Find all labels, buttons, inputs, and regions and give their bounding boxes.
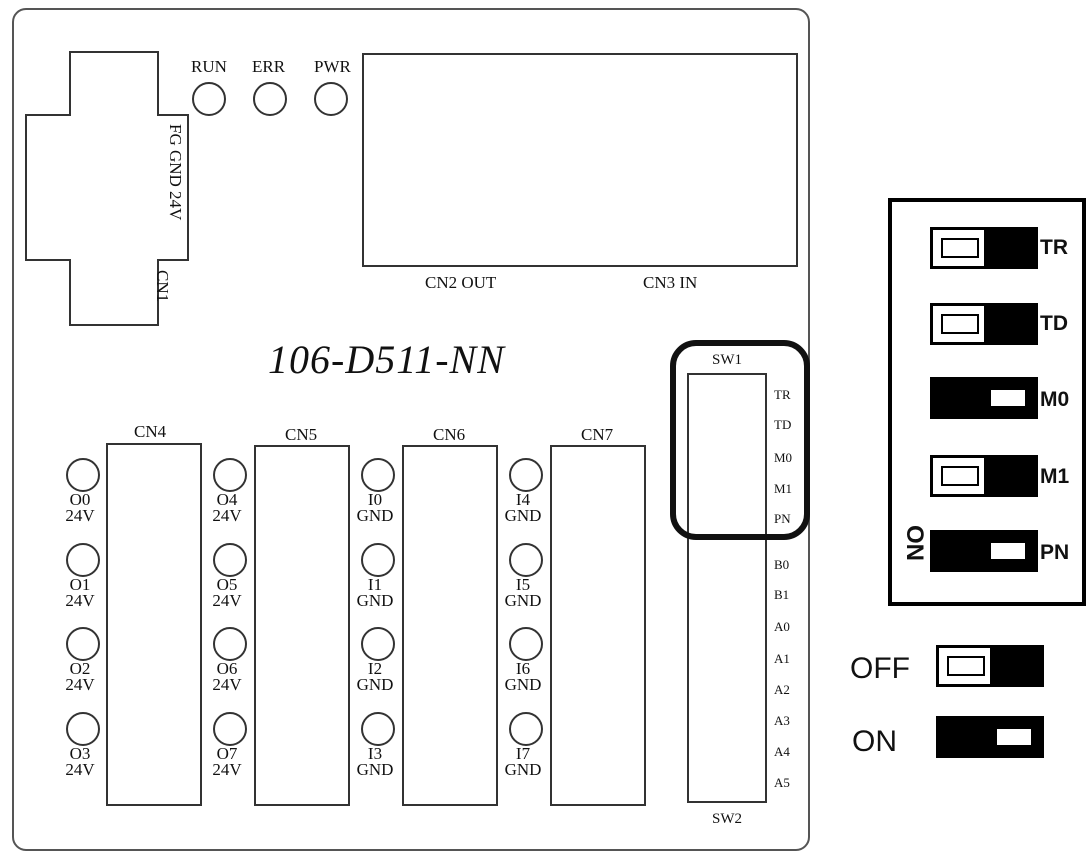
dip-switch-td <box>930 303 1038 345</box>
io-led-o2 <box>66 627 100 661</box>
legend-off-label: OFF <box>850 652 910 685</box>
sw2-pin-a1: A1 <box>774 651 790 666</box>
sw2-pin-a3: A3 <box>774 713 790 728</box>
io-led-o7 <box>213 712 247 746</box>
cn4-block <box>106 443 202 806</box>
model-name: 106-D511-NN <box>268 337 505 382</box>
io-led-o5 <box>213 543 247 577</box>
io-led-i4 <box>509 458 543 492</box>
io-led-o4 <box>213 458 247 492</box>
dip-label-m1: M1 <box>1040 465 1070 488</box>
cn7-label: CN7 <box>581 425 614 444</box>
sw1-highlight <box>670 340 810 540</box>
io-led-i5 <box>509 543 543 577</box>
dip-label-pn: PN <box>1040 541 1070 564</box>
cn1-label: CN1 <box>153 270 172 303</box>
dip-switch-tr <box>930 227 1038 269</box>
legend-on-label: ON <box>852 725 897 758</box>
sw2-pin-a5: A5 <box>774 775 790 790</box>
sw2-pin-b1: B1 <box>774 587 790 602</box>
legend-off-switch <box>936 645 1044 687</box>
led-label-run: RUN <box>191 57 227 76</box>
led-pwr <box>314 82 348 116</box>
cn1-pin-labels: FG GND 24V <box>166 124 185 221</box>
cn5-block <box>254 445 350 806</box>
led-err <box>253 82 287 116</box>
dip-switch-m0 <box>930 377 1038 419</box>
led-label-err: ERR <box>252 57 286 76</box>
io-led-i3 <box>361 712 395 746</box>
sw1-pin-m1: M1 <box>774 481 793 496</box>
sw2-pin-b0: B0 <box>774 557 790 572</box>
dip-switch-pn <box>930 530 1038 572</box>
sw2-pin-a2: A2 <box>774 682 790 697</box>
dip-switch-m1 <box>930 455 1038 497</box>
sw1-pin-td: TD <box>774 417 792 432</box>
io-led-o0 <box>66 458 100 492</box>
io-led-o3 <box>66 712 100 746</box>
sw1-label: SW1 <box>712 352 742 368</box>
dip-label-td: TD <box>1040 312 1068 335</box>
cn2-cn3-block <box>362 53 798 267</box>
io-led-i7 <box>509 712 543 746</box>
legend-on-switch <box>936 716 1044 758</box>
io-led-i6 <box>509 627 543 661</box>
led-label-pwr: PWR <box>314 57 351 76</box>
sw1-pin-pn: PN <box>774 511 791 526</box>
io-led-o1 <box>66 543 100 577</box>
io-led-o6 <box>213 627 247 661</box>
io-led-i0 <box>361 458 395 492</box>
cn2-out-label: CN2 OUT <box>425 273 497 292</box>
cn6-label: CN6 <box>433 425 466 444</box>
sw1-pin-m0: M0 <box>774 450 793 465</box>
dip-label-tr: TR <box>1040 236 1068 259</box>
cn3-in-label: CN3 IN <box>643 273 698 292</box>
cn4-label: CN4 <box>134 422 167 441</box>
sw2-pin-a4: A4 <box>774 744 790 759</box>
dip-label-m0: M0 <box>1040 388 1070 411</box>
sw-block <box>687 373 767 803</box>
sw1-pin-tr: TR <box>774 387 791 402</box>
dip-on-marker: ON <box>901 525 928 561</box>
sw2-pin-a0: A0 <box>774 619 790 634</box>
io-led-i2 <box>361 627 395 661</box>
led-run <box>192 82 226 116</box>
sw2-label: SW2 <box>712 811 742 827</box>
cn5-label: CN5 <box>285 425 318 444</box>
cn1-connector <box>25 51 189 326</box>
io-led-i1 <box>361 543 395 577</box>
cn7-block <box>550 445 646 806</box>
cn6-block <box>402 445 498 806</box>
